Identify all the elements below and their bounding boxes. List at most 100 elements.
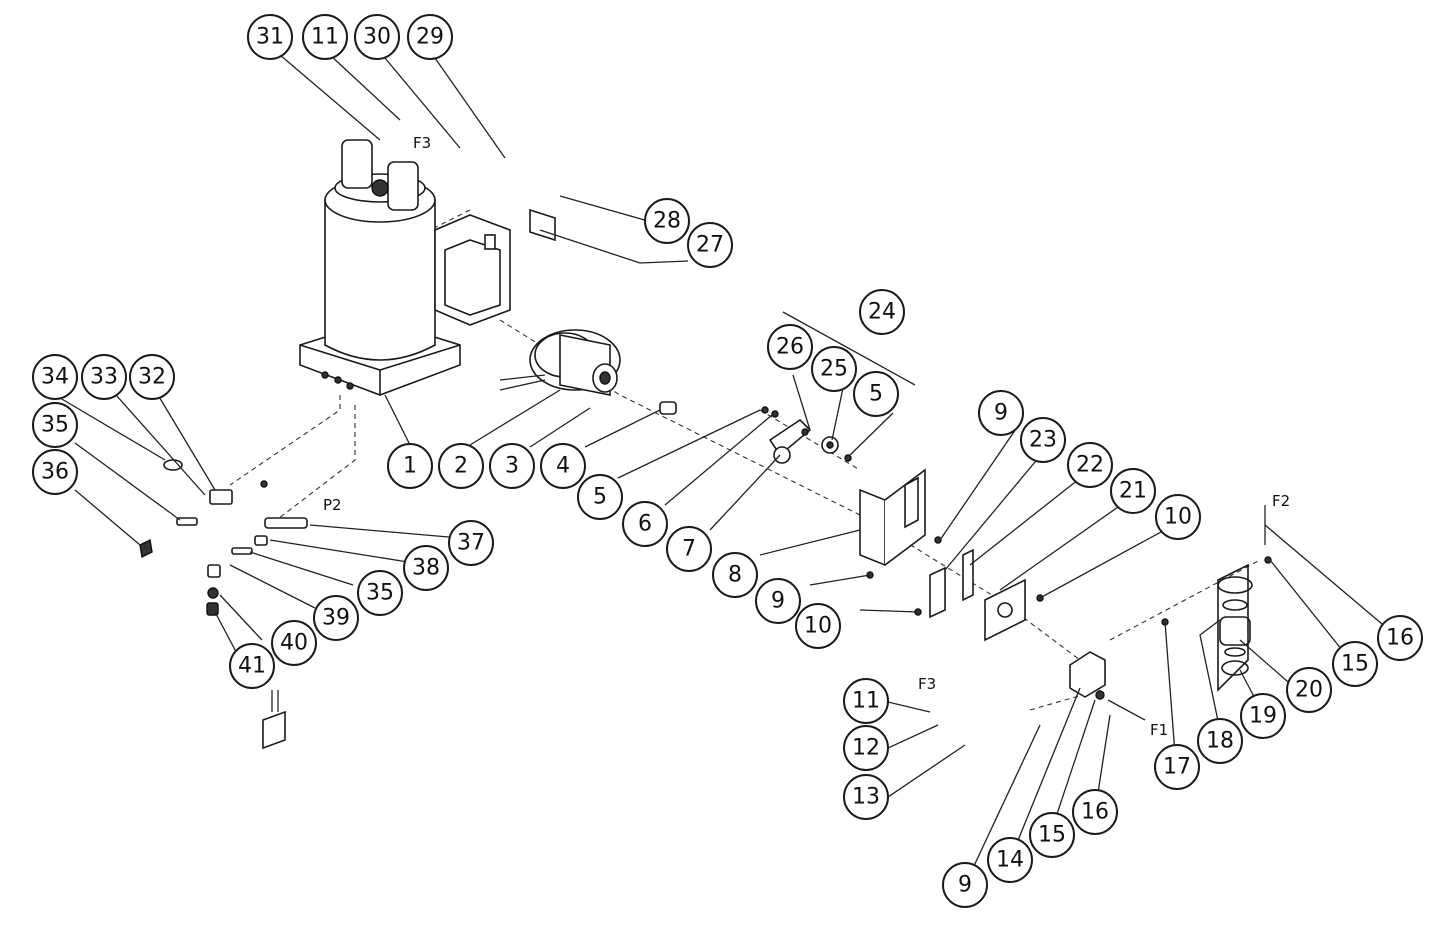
callout-number: 28: [653, 209, 681, 234]
callout-number: 21: [1119, 479, 1147, 504]
callout-number: 2: [454, 454, 468, 479]
clip-parts: [866, 536, 1044, 619]
callout-bubble: 9: [755, 578, 801, 624]
callout-bubble: 16: [1072, 789, 1118, 835]
callout-number: 19: [1249, 704, 1277, 729]
switch-part: [262, 690, 286, 750]
callout-number: 23: [1029, 428, 1057, 453]
callout-bubble: 25: [811, 346, 857, 392]
callout-bubble: 17: [1154, 744, 1200, 790]
callout-bubble: 27: [687, 222, 733, 268]
callout-number: 37: [457, 531, 485, 556]
callout-number: 10: [1164, 505, 1192, 530]
callout-number: 10: [804, 614, 832, 639]
callout-bubble: 2: [438, 443, 484, 489]
callout-bubble: 30: [354, 14, 400, 60]
callout-number: 29: [416, 25, 444, 50]
callout-bubble: 1: [387, 443, 433, 489]
callout-number: 3: [505, 454, 519, 479]
callout-number: 35: [366, 581, 394, 606]
callout-number: 36: [41, 460, 69, 485]
callout-bubble: 41: [229, 643, 275, 689]
callout-number: 7: [682, 537, 696, 562]
callout-bubble: 16: [1377, 615, 1423, 661]
pump-block: [1069, 651, 1146, 721]
callout-bubble: 9: [942, 862, 988, 908]
callout-bubble: 22: [1067, 442, 1113, 488]
callout-number: 15: [1038, 823, 1066, 848]
filter-assembly: [1161, 505, 1272, 692]
callout-number: 30: [363, 25, 391, 50]
callout-number: 18: [1206, 729, 1234, 754]
callout-bubble: 5: [577, 474, 623, 520]
callout-number: 34: [41, 365, 69, 390]
left-fittings: [139, 459, 308, 616]
callout-number: 16: [1081, 800, 1109, 825]
callout-number: 6: [638, 512, 652, 537]
callout-bubble: 18: [1197, 718, 1243, 764]
callout-number: 31: [256, 25, 284, 50]
callout-number: 27: [696, 233, 724, 258]
callout-number: 5: [869, 382, 883, 407]
callout-bubble: 10: [795, 603, 841, 649]
callout-bubble: 28: [644, 198, 690, 244]
callout-bubble: 7: [666, 526, 712, 572]
callout-bubble: 32: [129, 354, 175, 400]
callout-bubble: 4: [540, 443, 586, 489]
callout-bubble: 14: [987, 837, 1033, 883]
heater-tank: [299, 139, 461, 396]
flag-f1: F1: [1150, 721, 1168, 739]
callout-number: 32: [138, 365, 166, 390]
callout-bubble: 15: [1332, 641, 1378, 687]
callout-number: 40: [280, 631, 308, 656]
callout-bubble: 33: [81, 354, 127, 400]
flag-f2: F2: [1272, 492, 1290, 510]
callout-number: 9: [994, 401, 1008, 426]
callout-number: 13: [852, 785, 880, 810]
callout-number: 11: [852, 689, 880, 714]
callout-bubble: 40: [271, 620, 317, 666]
callout-bubble: 9: [978, 390, 1024, 436]
callout-bubble: 13: [843, 774, 889, 820]
mounting-plate: [984, 578, 1026, 642]
callout-number: 11: [311, 25, 339, 50]
callout-bubble: 19: [1240, 693, 1286, 739]
callout-bubble: 38: [403, 545, 449, 591]
leader-lines: [54, 54, 1396, 886]
flag-f3-bottom: F3: [918, 675, 936, 693]
callout-bubble: 15: [1029, 812, 1075, 858]
callout-bubble: 34: [32, 354, 78, 400]
callout-number: 25: [820, 357, 848, 382]
callout-number: 8: [728, 563, 742, 588]
callout-bubble: 3: [489, 443, 535, 489]
callout-number: 20: [1295, 678, 1323, 703]
callout-number: 26: [776, 335, 804, 360]
callout-number: 15: [1341, 652, 1369, 677]
callout-number: 41: [238, 654, 266, 679]
flag-f3-top: F3: [413, 134, 431, 152]
callout-number: 17: [1163, 755, 1191, 780]
callout-number: 33: [90, 365, 118, 390]
blower-motor: [499, 329, 621, 396]
callout-bubble: 39: [313, 595, 359, 641]
callout-bubble: 26: [767, 324, 813, 370]
callout-bubble: 31: [247, 14, 293, 60]
callout-bubble: 35: [357, 570, 403, 616]
callout-number: 9: [958, 873, 972, 898]
callout-bubble: 36: [32, 449, 78, 495]
flag-p2: P2: [323, 496, 342, 514]
callout-bubble: 24: [859, 289, 905, 335]
callout-number: 12: [852, 736, 880, 761]
callouts: 31 11 30 29 28 27 24 26 25 5 34 33 32 35…: [32, 14, 1423, 908]
callout-number: 38: [412, 556, 440, 581]
callout-bubble: 11: [843, 678, 889, 724]
callout-number: 16: [1386, 626, 1414, 651]
callout-number: 14: [996, 848, 1024, 873]
callout-bubble: 35: [32, 402, 78, 448]
callout-bubble: 6: [622, 501, 668, 547]
callout-bubble: 20: [1286, 667, 1332, 713]
housing-box: [434, 214, 511, 326]
flag-labels: F3 P2 F2 F3 F1: [323, 134, 1290, 739]
callout-bubble: 23: [1020, 417, 1066, 463]
